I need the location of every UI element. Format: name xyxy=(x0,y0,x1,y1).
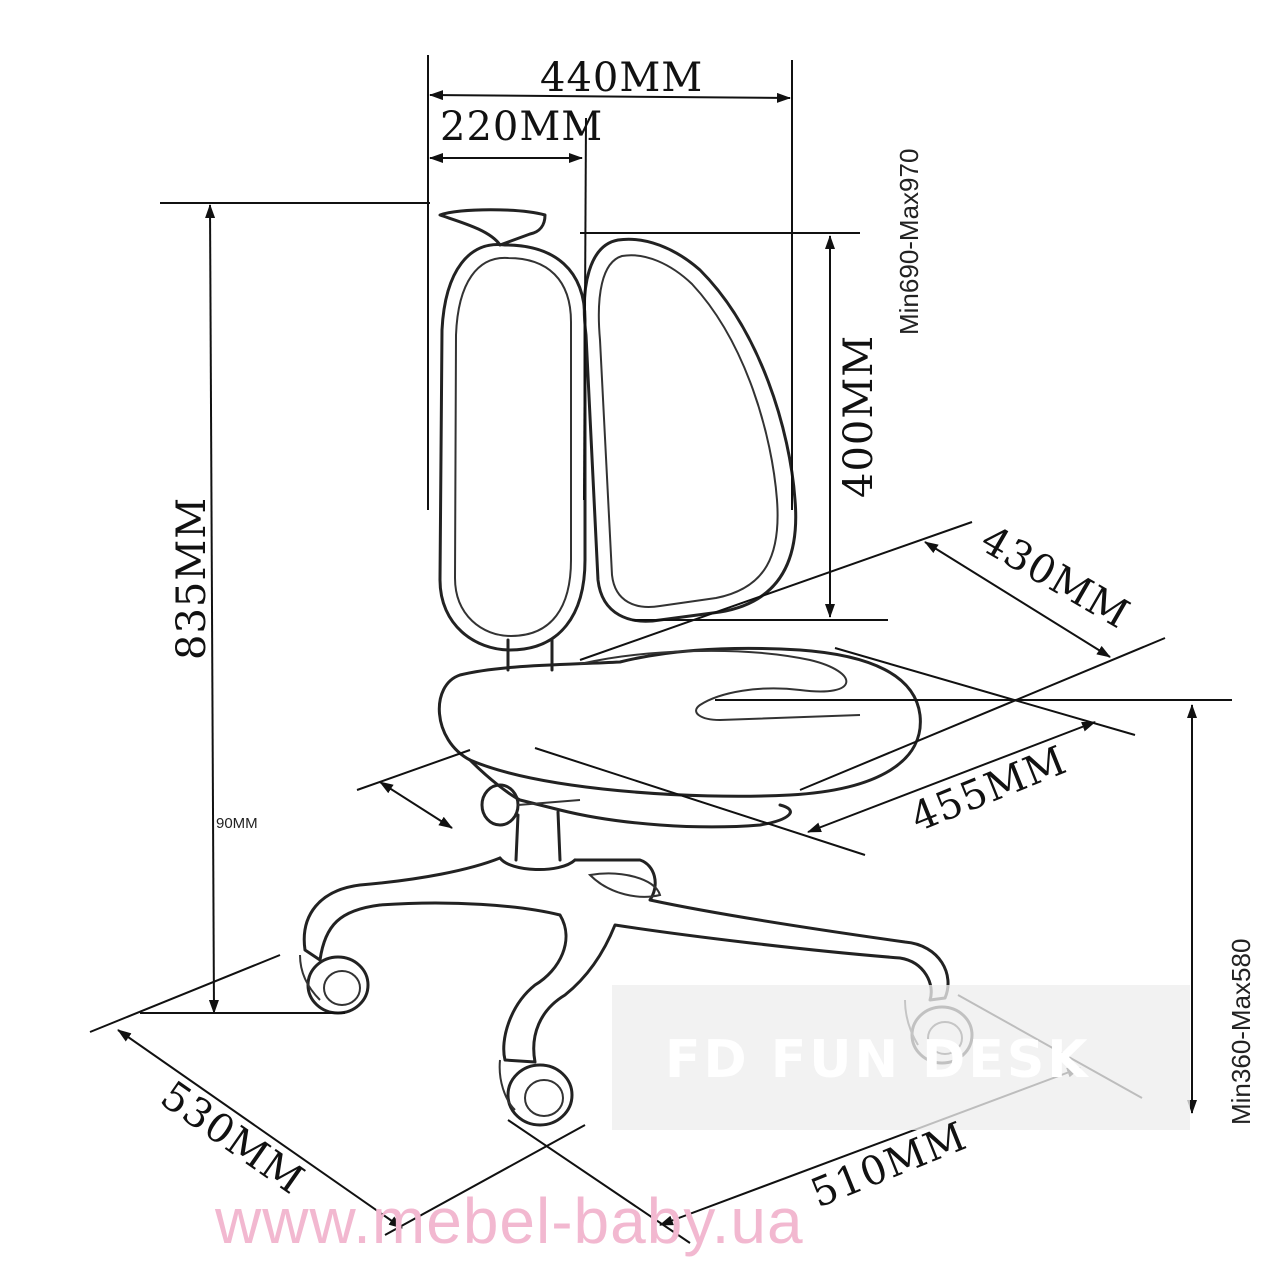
label-440: 440MM xyxy=(540,55,703,101)
label-90: 90MM xyxy=(216,815,258,832)
label-400: 400MM xyxy=(836,335,882,498)
label-835: 835MM xyxy=(169,497,215,660)
label-height-range: Min690-Max970 xyxy=(894,149,924,335)
label-455: 455MM xyxy=(905,737,1074,841)
label-seat-height-range: Min360-Max580 xyxy=(1226,939,1256,1125)
cylinder-collar xyxy=(498,856,577,871)
small-90-line xyxy=(379,781,453,829)
backrest-left-pad xyxy=(438,242,587,652)
base-530-line xyxy=(117,1029,403,1229)
chair-outline xyxy=(299,208,974,1127)
logo-band xyxy=(612,985,1190,1130)
depth-430-line xyxy=(924,541,1111,658)
caster-front-left xyxy=(299,954,370,1015)
dimension-lines xyxy=(89,55,1232,1244)
site-url: www.mebel-baby.ua xyxy=(214,1185,804,1257)
label-220: 220MM xyxy=(440,104,603,150)
caster-front xyxy=(498,1059,574,1127)
label-430: 430MM xyxy=(973,517,1137,638)
seat xyxy=(437,646,922,798)
backrest-right-wing xyxy=(582,237,798,623)
base-hub xyxy=(302,856,950,1064)
seat-top-contour xyxy=(579,649,861,722)
width-440-line xyxy=(429,90,791,103)
seat-mechanism xyxy=(468,758,792,829)
backrest-right-wing-inner xyxy=(597,254,779,608)
fun-desk-logo: FD FUN DESK xyxy=(665,1030,1091,1090)
height-835-line xyxy=(205,204,219,1014)
backrest-left-pad-inner xyxy=(453,256,572,638)
height-knob xyxy=(480,783,520,827)
backrest-handle xyxy=(438,208,547,247)
gas-cylinder xyxy=(514,810,562,862)
seat-455-line xyxy=(807,721,1096,833)
knob-rod xyxy=(517,799,581,806)
rear-leg xyxy=(587,872,662,898)
